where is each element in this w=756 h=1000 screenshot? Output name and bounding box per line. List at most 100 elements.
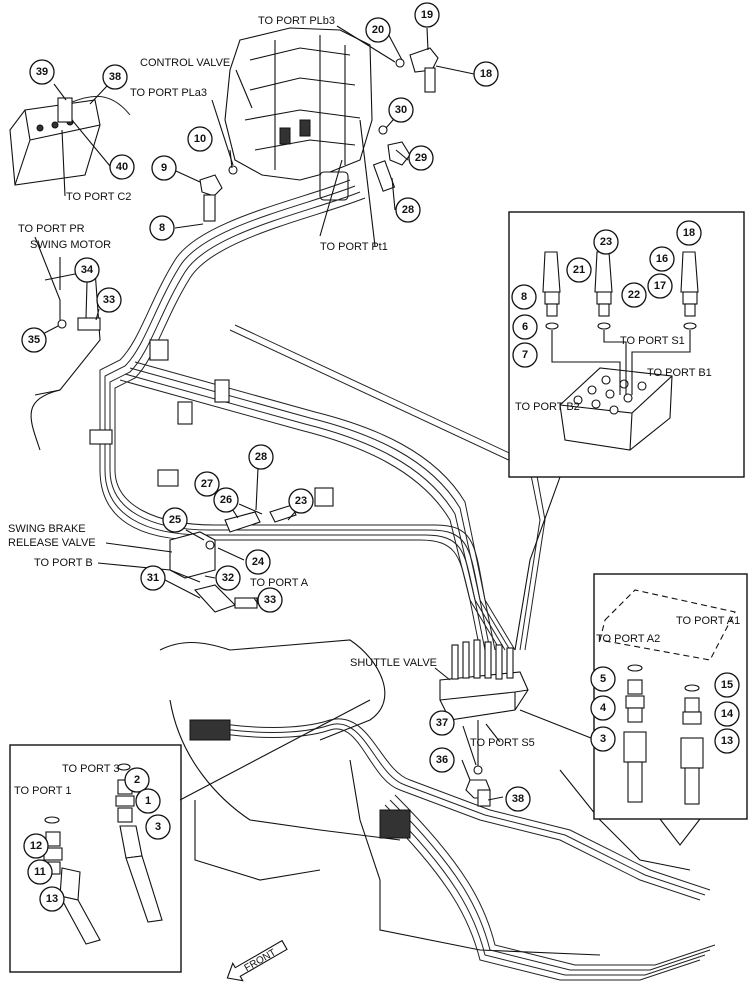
svg-text:9: 9 xyxy=(161,162,167,174)
label-swing-motor: SWING MOTOR xyxy=(30,239,111,251)
svg-text:19: 19 xyxy=(421,9,433,21)
callout-8-inset: 8 xyxy=(511,284,537,310)
svg-text:16: 16 xyxy=(656,253,668,265)
svg-text:26: 26 xyxy=(220,494,232,506)
callout-8-top: 8 xyxy=(149,215,175,241)
svg-text:17: 17 xyxy=(654,280,666,292)
callout-39: 39 xyxy=(29,59,55,85)
machine-frame-outline xyxy=(159,639,716,981)
control-valve-fittings xyxy=(199,47,439,222)
svg-text:33: 33 xyxy=(103,294,115,306)
inset2-leader xyxy=(519,709,597,741)
callout-27: 27 xyxy=(194,471,220,497)
hose-bundle xyxy=(89,179,546,651)
label-to-port-a1: TO PORT A1 xyxy=(676,615,740,627)
label-swing-brake-1: SWING BRAKE xyxy=(8,523,86,535)
label-to-port-pla3: TO PORT PLa3 xyxy=(130,87,207,99)
callout-22: 22 xyxy=(621,282,647,308)
svg-text:24: 24 xyxy=(252,556,265,568)
svg-text:25: 25 xyxy=(169,514,181,526)
svg-text:8: 8 xyxy=(159,222,165,234)
label-to-port-s5: TO PORT S5 xyxy=(470,737,535,749)
svg-text:38: 38 xyxy=(109,71,121,83)
label-to-port-b2: TO PORT B2 xyxy=(515,401,580,413)
svg-text:13: 13 xyxy=(721,735,733,747)
label-to-port-pr: TO PORT PR xyxy=(18,223,85,235)
callout-2: 2 xyxy=(124,767,150,793)
inset2-tail xyxy=(659,818,701,846)
callout-11: 11 xyxy=(27,859,53,885)
label-shuttle-valve: SHUTTLE VALVE xyxy=(350,657,437,669)
svg-text:22: 22 xyxy=(628,289,640,301)
callout-31: 31 xyxy=(140,565,166,591)
shuttle-valve-drawing xyxy=(439,639,529,807)
callout-16: 16 xyxy=(649,246,675,272)
callout-26: 26 xyxy=(213,487,239,513)
svg-text:14: 14 xyxy=(721,708,734,720)
svg-text:2: 2 xyxy=(134,774,140,786)
svg-text:6: 6 xyxy=(522,321,528,333)
callout-28-mid: 28 xyxy=(248,444,274,470)
callout-12: 12 xyxy=(23,833,49,859)
svg-text:18: 18 xyxy=(683,227,695,239)
svg-text:35: 35 xyxy=(28,334,40,346)
svg-text:28: 28 xyxy=(255,451,267,463)
leader-lines xyxy=(34,25,504,801)
inset3-leader xyxy=(179,699,371,801)
label-to-port-1: TO PORT 1 xyxy=(14,785,71,797)
label-to-port-c2: TO PORT C2 xyxy=(66,191,131,203)
svg-text:31: 31 xyxy=(147,572,159,584)
svg-text:39: 39 xyxy=(36,66,48,78)
svg-text:23: 23 xyxy=(295,495,307,507)
callout-4: 4 xyxy=(590,695,616,721)
svg-text:37: 37 xyxy=(436,717,448,729)
callout-38-low: 38 xyxy=(505,786,531,812)
callout-32: 32 xyxy=(215,565,241,591)
callout-6-inset: 6 xyxy=(512,314,538,340)
label-to-port-pt1: TO PORT Pt1 xyxy=(320,241,388,253)
callout-13-inset: 13 xyxy=(714,728,740,754)
callout-15: 15 xyxy=(714,672,740,698)
callout-20: 20 xyxy=(365,17,391,43)
callout-17: 17 xyxy=(647,273,673,299)
control-valve-drawing xyxy=(224,27,373,201)
svg-text:29: 29 xyxy=(415,152,427,164)
label-control-valve: CONTROL VALVE xyxy=(140,57,230,69)
swing-brake-release-valve-drawing xyxy=(169,504,297,613)
callout-10: 10 xyxy=(187,126,213,152)
svg-text:11: 11 xyxy=(34,866,46,878)
svg-text:23: 23 xyxy=(600,236,612,248)
callout-23-inset: 23 xyxy=(593,229,619,255)
svg-text:30: 30 xyxy=(395,104,407,116)
label-to-port-b1: TO PORT B1 xyxy=(647,367,712,379)
callout-29: 29 xyxy=(408,145,434,171)
callout-33-left: 33 xyxy=(96,287,122,313)
svg-text:38: 38 xyxy=(512,793,524,805)
label-front: FRONT xyxy=(243,947,278,974)
callout-35: 35 xyxy=(21,327,47,353)
label-to-port-s1: TO PORT S1 xyxy=(620,335,685,347)
swing-motor-drawing xyxy=(30,269,101,451)
callout-13-left: 13 xyxy=(39,886,65,912)
svg-text:27: 27 xyxy=(201,478,213,490)
label-to-port-3: TO PORT 3 xyxy=(62,763,119,775)
callout-5: 5 xyxy=(590,666,616,692)
svg-text:5: 5 xyxy=(600,673,606,685)
callout-7: 7 xyxy=(512,342,538,368)
svg-text:13: 13 xyxy=(46,893,58,905)
callout-19: 19 xyxy=(414,2,440,28)
svg-text:7: 7 xyxy=(522,349,528,361)
label-to-port-a: TO PORT A xyxy=(250,577,309,589)
inset-a-ports-drawing xyxy=(599,589,736,805)
callout-34: 34 xyxy=(74,257,100,283)
callout-40: 40 xyxy=(109,154,135,180)
callout-38-top: 38 xyxy=(102,64,128,90)
svg-text:3: 3 xyxy=(155,821,161,833)
callout-3-inset: 3 xyxy=(590,726,616,752)
inset-ports-1-3-drawing xyxy=(43,763,163,945)
svg-text:10: 10 xyxy=(194,133,206,145)
svg-text:18: 18 xyxy=(480,68,492,80)
callout-24: 24 xyxy=(245,549,271,575)
callout-18: 18 xyxy=(473,61,499,87)
